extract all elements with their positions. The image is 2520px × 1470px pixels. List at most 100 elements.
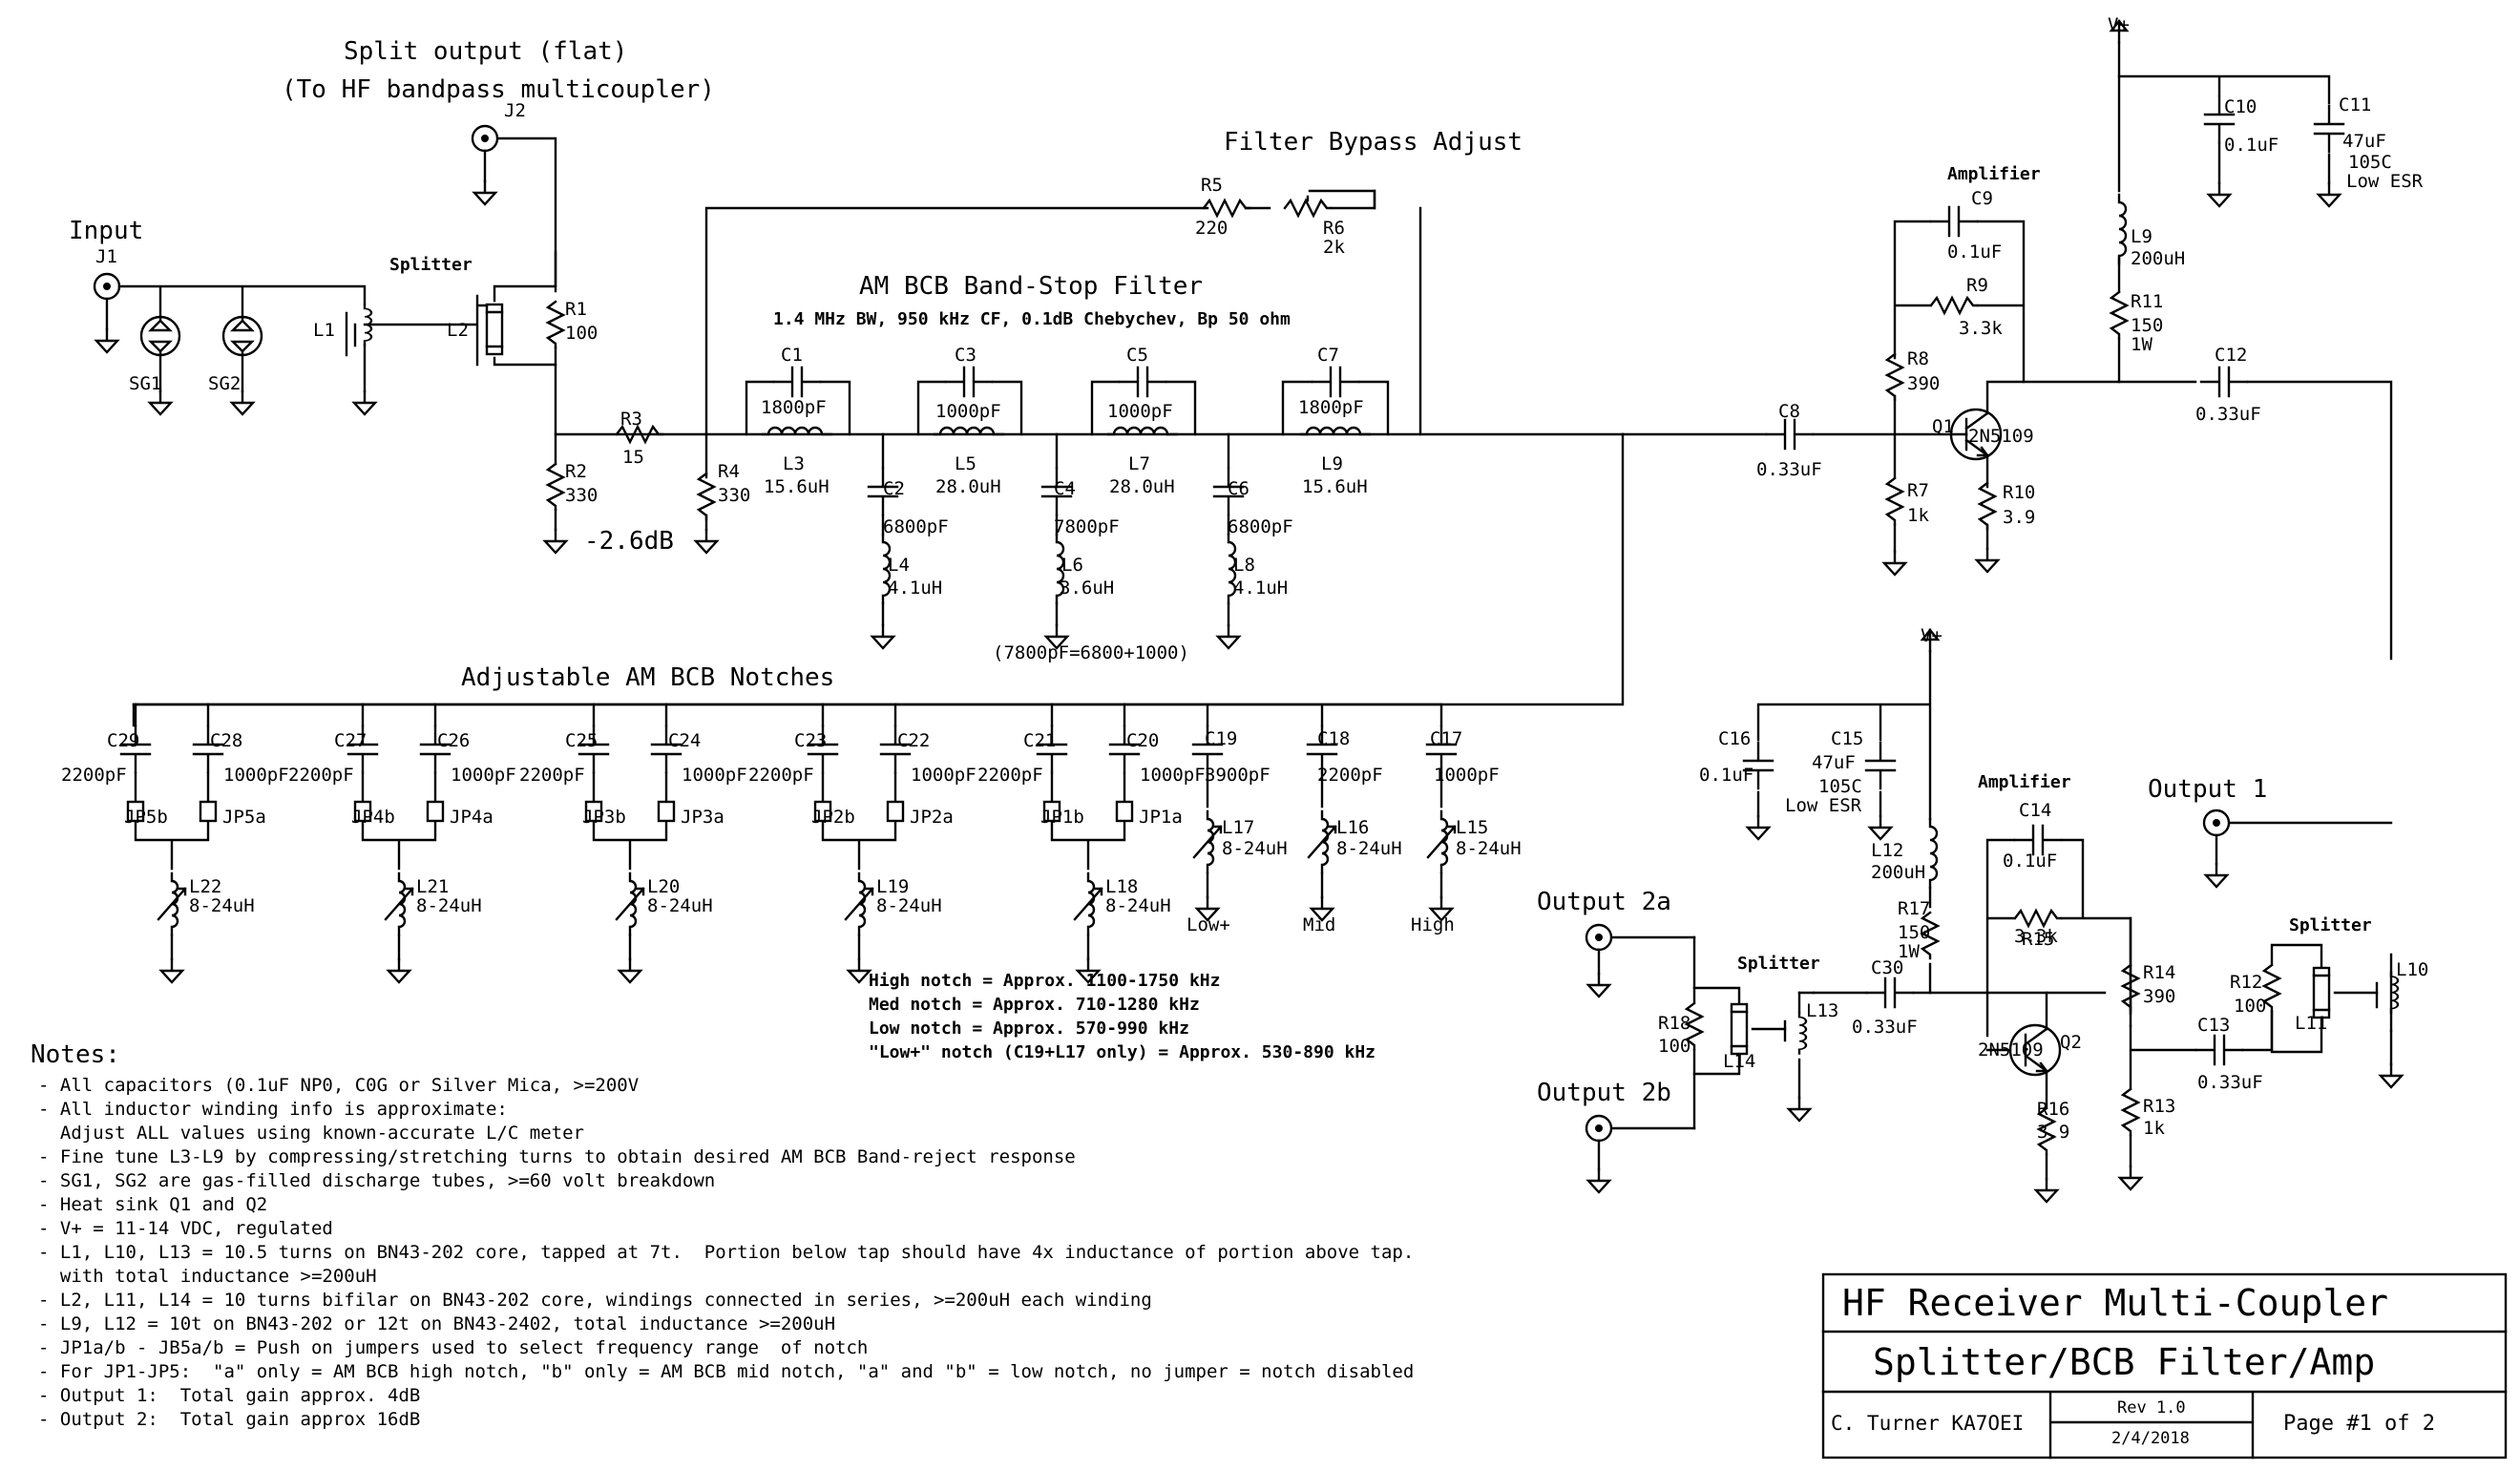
filter-spec: 1.4 MHz BW, 950 kHz CF, 0.1dB Chebychev,… bbox=[773, 309, 1291, 329]
label-r5: R5 bbox=[1201, 175, 1223, 196]
label-c10v: 0.1uF bbox=[2224, 135, 2278, 156]
label-jp3a: JP3a bbox=[681, 807, 724, 828]
label-l19: L19 bbox=[876, 876, 909, 897]
label-r17: R17 bbox=[1898, 898, 1930, 919]
amplifier-label-1: Amplifier bbox=[1947, 164, 2041, 184]
label-c12: C12 bbox=[2215, 345, 2247, 366]
label-r14: R14 bbox=[2143, 962, 2175, 983]
label-r1: R1 bbox=[565, 299, 587, 320]
title-block bbox=[1821, 1272, 2508, 1460]
label-r15: R15 bbox=[2022, 929, 2054, 950]
label-v2200: 2200pF bbox=[288, 765, 354, 786]
label-r13: R13 bbox=[2143, 1096, 2175, 1117]
label-r5v: 220 bbox=[1195, 218, 1228, 239]
label-c6v: 6800pF bbox=[1228, 516, 1293, 537]
label-c3: C3 bbox=[955, 345, 976, 366]
label-r3v: 15 bbox=[622, 447, 644, 468]
label-l7v: 28.0uH bbox=[1109, 476, 1175, 497]
label-c18v: 2200pF bbox=[1317, 765, 1383, 786]
label-l21: L21 bbox=[416, 876, 449, 897]
label-l15: L15 bbox=[1456, 817, 1488, 838]
label-r4v: 330 bbox=[718, 485, 750, 506]
label-l3v: 15.6uH bbox=[764, 476, 830, 497]
label-c17v: 1000pF bbox=[1434, 765, 1500, 786]
label-v2200: 2200pF bbox=[977, 765, 1043, 786]
label-c11: C11 bbox=[2339, 94, 2371, 116]
label-c10: C10 bbox=[2224, 96, 2257, 117]
author-text: C. Turner KA7OEI bbox=[1831, 1412, 2024, 1435]
label-c30v: 0.33uF bbox=[1852, 1017, 1918, 1038]
notch-range-line: Med notch = Approx. 710-1280 kHz bbox=[869, 995, 1200, 1015]
output2b-label: Output 2b bbox=[1537, 1079, 1671, 1107]
notch-range-line: "Low+" notch (C19+L17 only) = Approx. 53… bbox=[869, 1042, 1376, 1062]
splitter-label-3: Splitter bbox=[1737, 954, 1820, 974]
label-c11t: 105C bbox=[2348, 152, 2392, 173]
label-c16v: 0.1uF bbox=[1699, 765, 1754, 786]
note-line: - V+ = 11-14 VDC, regulated bbox=[38, 1218, 333, 1239]
label-c15e: Low ESR bbox=[1785, 795, 1862, 816]
label-c14v: 0.1uF bbox=[2003, 850, 2057, 872]
split-output-subheading: (To HF bandpass multicoupler) bbox=[282, 75, 715, 104]
label-l11: L11 bbox=[2295, 1013, 2327, 1034]
label-lowp: Low+ bbox=[1186, 914, 1230, 935]
label-v1000: 1000pF bbox=[223, 765, 289, 786]
label-l22: L22 bbox=[189, 876, 221, 897]
notes-list: - All capacitors (0.1uF NP0, C0G or Silv… bbox=[38, 1075, 1414, 1430]
note-line: - Heat sink Q1 and Q2 bbox=[38, 1194, 267, 1215]
label-jp4a: JP4a bbox=[450, 807, 494, 828]
label-c28: C28 bbox=[210, 730, 242, 751]
label-r16v: 3.9 bbox=[2037, 1122, 2069, 1143]
output2-splitter bbox=[1585, 923, 1816, 1194]
note-line: - L1, L10, L13 = 10.5 turns on BN43-202 … bbox=[38, 1242, 1414, 1263]
label-c1v: 1800pF bbox=[761, 397, 827, 418]
label-l4v: 4.1uH bbox=[888, 578, 942, 598]
label-c9v: 0.1uF bbox=[1947, 242, 2002, 262]
amplifier-label-2: Amplifier bbox=[1978, 772, 2071, 792]
notch-range-line: Low notch = Approx. 570-990 kHz bbox=[869, 1018, 1189, 1039]
label-l5v: 28.0uH bbox=[935, 476, 1001, 497]
output1-label: Output 1 bbox=[2148, 775, 2267, 804]
amplifier-q1 bbox=[1812, 19, 2393, 661]
page-text: Page #1 of 2 bbox=[2283, 1412, 2435, 1436]
label-c3v: 1000pF bbox=[935, 401, 1001, 422]
label-c11e: Low ESR bbox=[2346, 171, 2424, 192]
label-vplus: V+ bbox=[2108, 14, 2130, 35]
label-l6v: 3.6uH bbox=[1060, 578, 1114, 598]
label-c20: C20 bbox=[1126, 730, 1159, 751]
label-c30: C30 bbox=[1871, 957, 1903, 978]
label-l6: L6 bbox=[1061, 555, 1083, 576]
label-r10: R10 bbox=[2003, 482, 2035, 503]
label-r6: R6 bbox=[1323, 218, 1345, 239]
label-c27: C27 bbox=[334, 730, 367, 751]
label-r8: R8 bbox=[1907, 348, 1929, 369]
label-jp1a: JP1a bbox=[1139, 807, 1183, 828]
label-l12v: 200uH bbox=[1871, 862, 1925, 883]
label-r6v: 2k bbox=[1323, 237, 1345, 258]
label-c8v: 0.33uF bbox=[1756, 459, 1822, 480]
label-l9: L9 bbox=[2131, 226, 2152, 247]
label-l1: L1 bbox=[313, 320, 335, 341]
label-c1: C1 bbox=[781, 345, 803, 366]
label-c4: C4 bbox=[1054, 478, 1076, 499]
label-vplus: V+ bbox=[1921, 625, 1942, 646]
label-q1v: 2N5109 bbox=[1968, 426, 2034, 447]
label-l18: L18 bbox=[1105, 876, 1138, 897]
amplifier-q2 bbox=[1742, 628, 2274, 1204]
label-r9: R9 bbox=[1966, 275, 1988, 296]
label-c24: C24 bbox=[668, 730, 701, 751]
label-j2: J2 bbox=[504, 100, 526, 121]
label-r11w: 1W bbox=[2131, 334, 2152, 355]
note-line: - L2, L11, L14 = 10 turns bifilar on BN4… bbox=[38, 1290, 1152, 1311]
label-l4: L4 bbox=[888, 555, 910, 576]
label-r3: R3 bbox=[620, 409, 642, 430]
label-jp3b: JP3b bbox=[582, 807, 626, 828]
label-r11v: 150 bbox=[2131, 315, 2163, 336]
label-lvar: 8-24uH bbox=[1456, 838, 1522, 859]
label-l5: L5 bbox=[955, 453, 976, 474]
